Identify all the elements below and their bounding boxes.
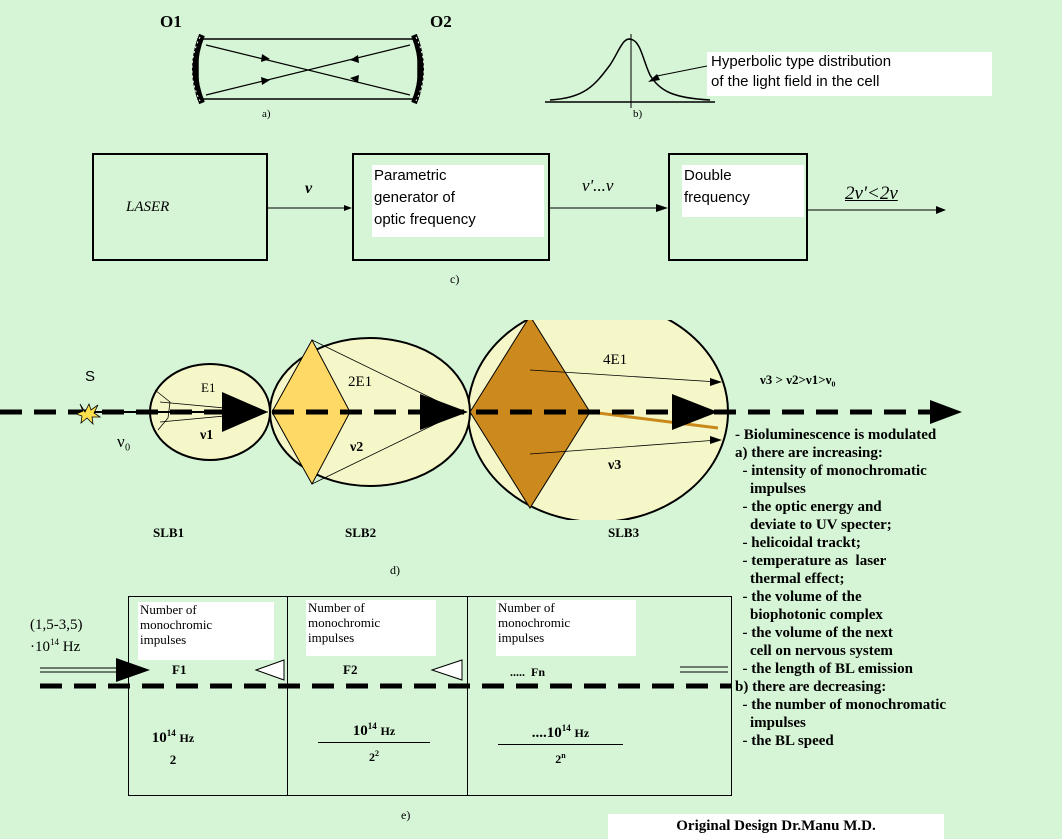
e3-label: 4E1 [603,352,628,368]
laser-box: LASER [92,153,268,261]
resonator-diagram [191,33,425,105]
notes-increasing-item: - temperature as laser thermal effect; [742,553,887,587]
notes-increasing-item: - the length of BL emission [735,661,913,677]
notes-increasing-heading: a) there are increasing: [735,445,883,461]
e1-label: E1 [201,380,216,395]
slb1-label: SLB1 [153,525,185,540]
distribution-note-line2: of the light field in the cell [711,73,880,90]
source-star [74,402,102,426]
nu0-label: ν₀ [117,432,131,451]
notes-increasing-item: - the volume of the biophotonic complex [742,589,883,623]
credit-text: Original Design Dr.Manu M.D. [676,818,876,834]
distribution-note-line1: Hyperbolic type distribution [711,53,892,70]
slb3-label: SLB3 [608,525,640,540]
cell3-frequency: ....1014 Hz 2n [498,717,623,770]
caption-d: d) [390,563,400,577]
param-line2: generator of [374,189,455,206]
parametric-generator-box: Parametric generator of optic frequency [352,153,550,261]
cell-title-1: Number of monochromic impulses [138,602,274,660]
nu-range-label: ν'...ν [582,176,614,195]
cell1-frequency: 1014 Hz 2 [151,728,195,767]
notes-decreasing-item: - the BL speed [735,733,834,749]
caption-a: a) [262,108,271,120]
notes-heading: - Bioluminescence is modulated [735,427,937,443]
bioluminescence-notes: - Bioluminescence is modulated a) there … [735,426,1060,750]
v3-label: ν3 [608,458,622,473]
cell-title-3: Number of monochromic impulses [496,600,636,656]
relation-label: ν3 > ν2>ν1>ν₀ [760,372,836,387]
param-line1: Parametric [374,167,447,184]
distribution-curve [545,34,715,108]
v2-label: ν2 [350,440,364,455]
caption-c: c) [450,272,460,286]
e2-label: 2E1 [348,374,373,390]
v1-label: ν1 [200,428,214,443]
input-frequency-line1: (1,5-3,5) [30,617,83,633]
slb2-label: SLB2 [345,525,377,540]
cell2-frequency: 1014 Hz 22 [318,715,430,768]
notes-increasing-item: - helicoidal trackt; [735,535,861,551]
caption-b: b) [633,108,643,120]
nu-label: ν [305,180,313,197]
frequency-table [128,596,732,796]
notes-increasing-item: - the volume of the next cell on nervous… [742,625,893,659]
laser-chain-arrows [268,204,946,214]
input-frequency-line2: ·1014 Hz [30,637,81,655]
fn-label: ..... Fn [510,665,546,679]
label-o2: O2 [430,12,452,31]
f2-label: F2 [343,662,358,677]
biophoton-bubbles [0,320,962,520]
caption-e: e) [401,808,411,822]
double-frequency-box: Double frequency [668,153,808,261]
output-label: 2ν'<2ν [845,183,898,204]
notes-decreasing-item: - the number of monochromatic impulses [742,697,947,731]
label-o1: O1 [160,12,182,31]
notes-increasing-item: - intensity of monochromatic impulses [742,463,927,497]
distribution-note: Hyperbolic type distribution of the ligh… [707,52,992,96]
param-line3: optic frequency [374,211,476,228]
input-frequency: (1,5-3,5) ·1014 Hz [30,617,83,656]
frequency-axis [40,658,732,689]
notes-decreasing-heading: b) there are decreasing: [735,679,887,695]
laser-label: LASER [126,199,170,215]
cell-title-2: Number of monochromic impulses [306,600,436,656]
credit-box: Original Design Dr.Manu M.D. [608,814,944,839]
notes-increasing-item: - the optic energy and deviate to UV spe… [742,499,892,533]
double-line2: frequency [684,189,750,206]
f1-label: F1 [172,662,187,677]
double-line1: Double [684,167,732,184]
source-label: S [85,368,96,385]
